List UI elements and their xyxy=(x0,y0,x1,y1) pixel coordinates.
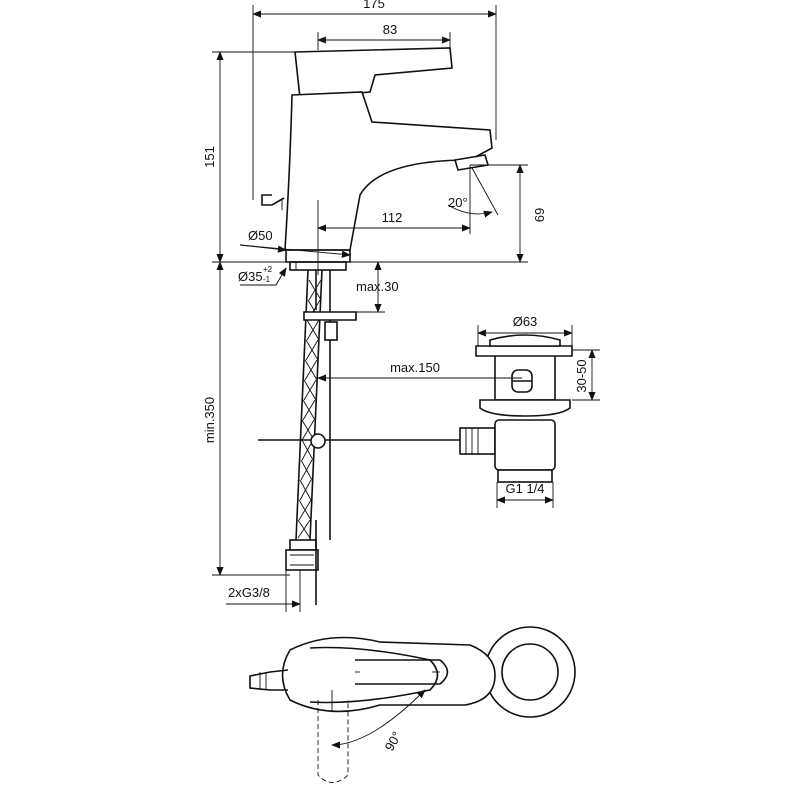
dim-total-height: 151 xyxy=(202,146,217,168)
dim-spout-height: 69 xyxy=(532,208,547,222)
dim-waste-height: 30-50 xyxy=(574,359,589,392)
supply-hose xyxy=(285,269,357,605)
dimensions: 175 83 151 69 112 20° Ø50 Ø35 +2 -1 max.… xyxy=(202,0,600,612)
faucet-side-view xyxy=(261,47,493,271)
dim-base-diameter: Ø50 xyxy=(248,228,273,243)
spout-outline xyxy=(484,626,576,718)
dim-lever-length: 83 xyxy=(383,22,397,37)
faucet-lever xyxy=(294,47,453,99)
dim-waste-thread: G1 1/4 xyxy=(505,481,544,496)
dim-hose-length: min.350 xyxy=(202,397,217,443)
dim-rod-length: max.150 xyxy=(390,360,440,375)
mounting-plate xyxy=(303,311,357,321)
popup-waste xyxy=(258,334,573,483)
dim-spout-angle: 20° xyxy=(448,195,468,210)
dim-max-thickness: max.30 xyxy=(356,279,399,294)
dim-hole-tol-minus: -1 xyxy=(263,275,271,284)
lever-rotated-position xyxy=(317,700,349,783)
faucet-top-view: 90° xyxy=(249,626,576,783)
dim-lever-rotation: 90° xyxy=(382,729,405,754)
popup-knob xyxy=(261,194,285,206)
waste-cap xyxy=(475,345,573,357)
dim-hole-diameter: Ø35 xyxy=(238,269,263,284)
faucet-body xyxy=(284,91,493,251)
dim-waste-diameter: Ø63 xyxy=(513,314,538,329)
dim-hole-tol-plus: +2 xyxy=(263,265,273,274)
body-outline xyxy=(281,636,496,713)
dim-hose-thread: 2xG3/8 xyxy=(228,585,270,600)
waste-flange xyxy=(479,399,571,417)
dim-total-width: 175 xyxy=(363,0,385,11)
dim-spout-reach: 112 xyxy=(382,210,403,225)
